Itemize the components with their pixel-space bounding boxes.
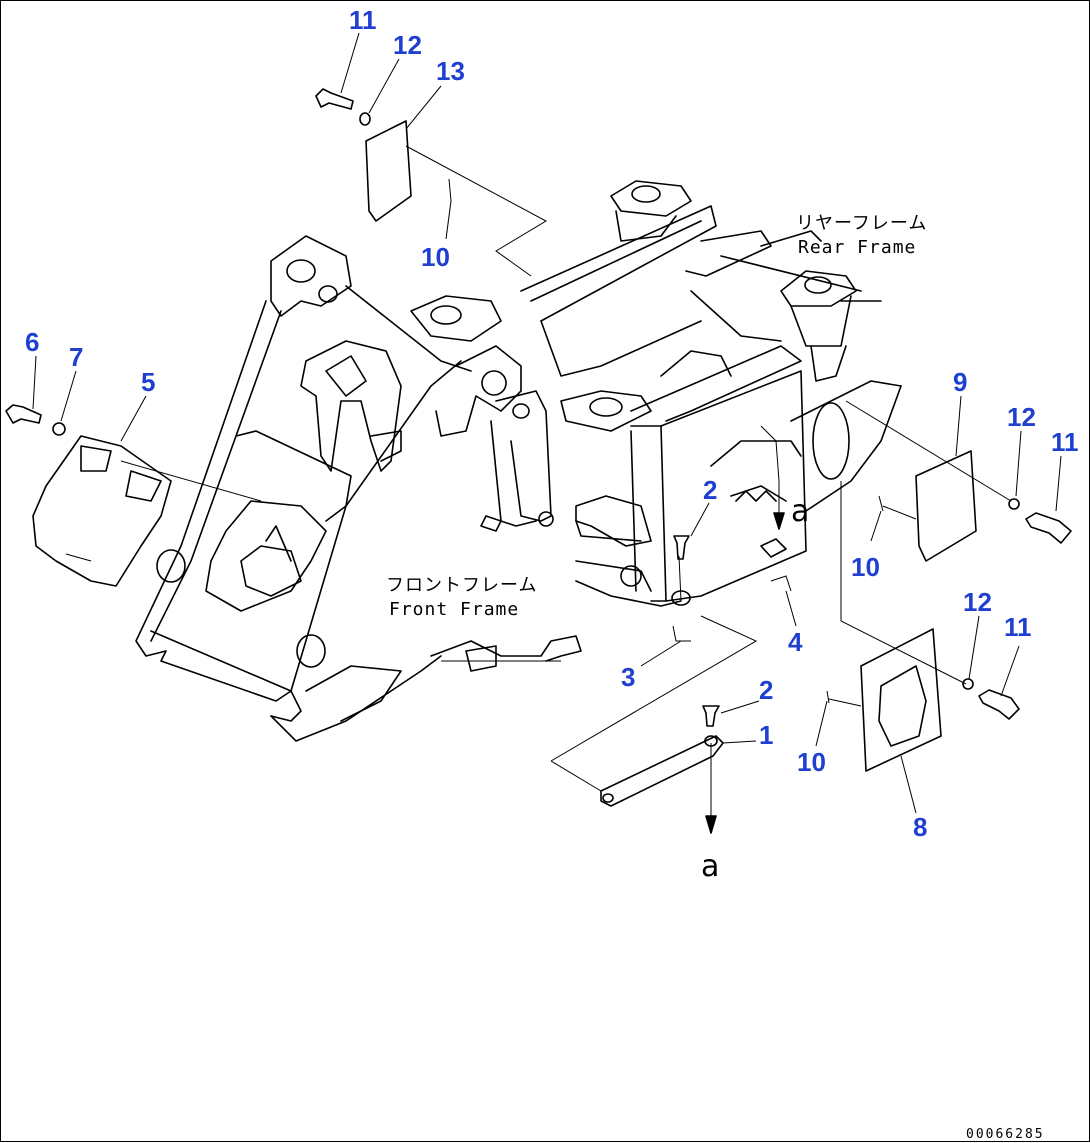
callout-6: 6 (25, 327, 39, 357)
callout-2-lower: 2 (759, 675, 773, 705)
callout-4: 4 (788, 627, 803, 657)
callout-12-top: 12 (393, 30, 422, 60)
rear-frame-label-en: Rear Frame (798, 237, 916, 258)
pin-10s (448, 178, 884, 704)
bolt-11-right (1025, 512, 1072, 544)
bolt-11-top (315, 88, 354, 110)
washer-12-top (359, 112, 371, 126)
callout-11-right: 11 (1051, 427, 1079, 457)
washer-7 (52, 422, 66, 436)
callout-9: 9 (953, 367, 967, 397)
washer-12-lower (962, 678, 974, 690)
cover-9 (915, 450, 977, 562)
bolt-2-upper (673, 535, 690, 560)
callout-11-lower: 11 (1004, 612, 1032, 642)
callout-1: 1 (759, 720, 773, 750)
bolt-6 (5, 404, 42, 424)
callout-numbers: 11 12 13 10 6 7 5 9 12 11 2 10 4 3 12 11… (25, 5, 1079, 842)
callout-2-upper: 2 (703, 475, 717, 505)
bolt-2-lower (702, 705, 720, 727)
washer-12-right (1008, 498, 1020, 510)
callout-7: 7 (69, 342, 83, 372)
front-frame-label-jp: フロントフレーム (386, 575, 537, 596)
drawing-number: 00066285 (966, 1127, 1045, 1142)
cover-8 (860, 628, 942, 772)
callout-13: 13 (436, 56, 465, 86)
view-a-label-lower: a (701, 849, 719, 884)
cover-13 (365, 120, 412, 222)
callout-10-lower: 10 (797, 747, 826, 777)
callout-10-top: 10 (421, 242, 450, 272)
callout-3: 3 (621, 662, 635, 692)
rear-frame-label-jp: リヤーフレーム (796, 213, 927, 234)
bar-1 (600, 735, 724, 807)
front-frame-label-en: Front Frame (389, 599, 519, 620)
bolt-11-lower (978, 689, 1020, 720)
cover-5 (32, 435, 172, 587)
pin-3 (672, 625, 691, 642)
frame-labels: リヤーフレーム Rear Frame フロントフレーム Front Frame … (386, 213, 1045, 1142)
callout-8: 8 (913, 812, 927, 842)
callout-11-top: 11 (349, 5, 377, 35)
callout-12-lower: 12 (963, 587, 992, 617)
callout-12-right: 12 (1007, 402, 1036, 432)
callout-leaders (32, 32, 1062, 814)
plate-4 (760, 538, 792, 592)
assembly-leader-lines (120, 145, 1012, 834)
callout-10-right: 10 (851, 552, 880, 582)
view-a-label-upper: a (791, 494, 809, 529)
rear-frame-drawing (410, 180, 902, 607)
callout-5: 5 (141, 367, 155, 397)
front-frame-drawing (135, 235, 582, 742)
